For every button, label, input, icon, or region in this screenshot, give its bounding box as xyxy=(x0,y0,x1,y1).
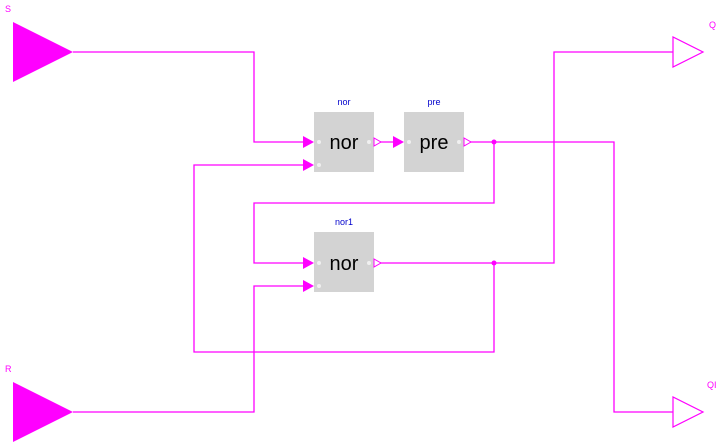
output-qi[interactable]: QI xyxy=(672,380,717,428)
input-arrow-icon xyxy=(393,136,404,148)
wire-nor1-to-q[interactable] xyxy=(494,51,673,264)
pin-dot-icon xyxy=(367,140,371,144)
block-nor-text: nor xyxy=(330,132,359,154)
output-q[interactable]: Q xyxy=(672,20,716,68)
pin-dot-icon xyxy=(317,261,321,265)
wire-nor1-to-nor[interactable] xyxy=(193,164,495,353)
input-arrow-icon xyxy=(303,257,314,269)
input-r[interactable]: R xyxy=(5,364,73,442)
input-arrow-icon xyxy=(303,280,314,292)
output-triangle-icon xyxy=(672,396,705,428)
wire-pre-to-nor1[interactable] xyxy=(253,142,495,264)
pin-dot-icon xyxy=(457,140,461,144)
input-r-label: R xyxy=(5,364,12,374)
block-nor-body xyxy=(314,112,374,172)
block-nor1-text: nor xyxy=(330,253,359,275)
block-nor1-body xyxy=(314,232,374,292)
wires xyxy=(73,51,673,413)
junction-dot xyxy=(491,260,497,266)
pin-dot-icon xyxy=(317,163,321,167)
block-pre-body xyxy=(404,112,464,172)
wire-pre-to-qi[interactable] xyxy=(494,141,673,413)
output-qi-label: QI xyxy=(707,380,717,390)
output-arrow-icon xyxy=(373,258,383,268)
output-triangle-icon xyxy=(672,36,705,68)
pin-dot-icon xyxy=(317,140,321,144)
block-pre-name: pre xyxy=(427,97,440,107)
output-arrow-icon xyxy=(463,137,473,147)
pin-dot-icon xyxy=(367,261,371,265)
block-nor1[interactable]: nor1 nor xyxy=(303,217,383,292)
block-pre[interactable]: pre pre xyxy=(393,97,473,172)
input-s-label: S xyxy=(5,4,11,14)
pin-dot-icon xyxy=(407,140,411,144)
block-nor[interactable]: nor nor xyxy=(303,97,383,172)
wire-r-to-nor1[interactable] xyxy=(73,285,303,413)
input-triangle-icon xyxy=(13,382,73,442)
block-nor-name: nor xyxy=(337,97,350,107)
block-pre-text: pre xyxy=(420,132,449,154)
input-triangle-icon xyxy=(13,22,73,82)
input-arrow-icon xyxy=(303,159,314,171)
input-arrow-icon xyxy=(303,136,314,148)
pin-dot-icon xyxy=(317,284,321,288)
output-arrow-icon xyxy=(373,137,383,147)
wire-s-to-nor[interactable] xyxy=(73,51,303,143)
block-nor1-name: nor1 xyxy=(335,217,353,227)
output-q-label: Q xyxy=(709,20,716,30)
input-s[interactable]: S xyxy=(5,4,73,82)
junction-dot xyxy=(491,139,497,145)
